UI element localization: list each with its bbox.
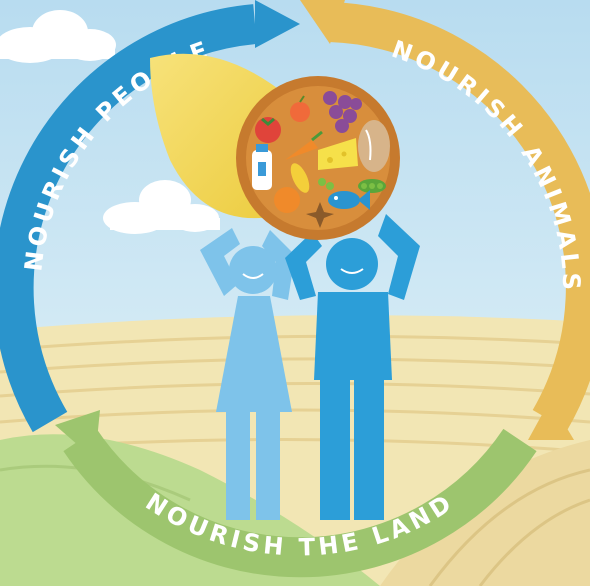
peas-icon [318, 178, 386, 193]
bread-icon [358, 120, 390, 172]
tomato-icon [255, 117, 281, 143]
fish-icon [328, 190, 370, 210]
orange-icon [274, 187, 300, 213]
orange-icon [290, 95, 310, 122]
person-icon [285, 214, 420, 520]
grapes-icon [323, 91, 362, 133]
carrot-icon [285, 130, 323, 160]
corn-icon [290, 163, 310, 193]
cornucopia-icon [150, 53, 400, 240]
cheese-icon [318, 138, 358, 170]
cloud-icon [103, 180, 220, 234]
cloud-icon [0, 10, 116, 63]
person-icon [200, 228, 295, 520]
star-anise-icon [306, 202, 334, 228]
milk-bottle-icon [252, 144, 272, 190]
